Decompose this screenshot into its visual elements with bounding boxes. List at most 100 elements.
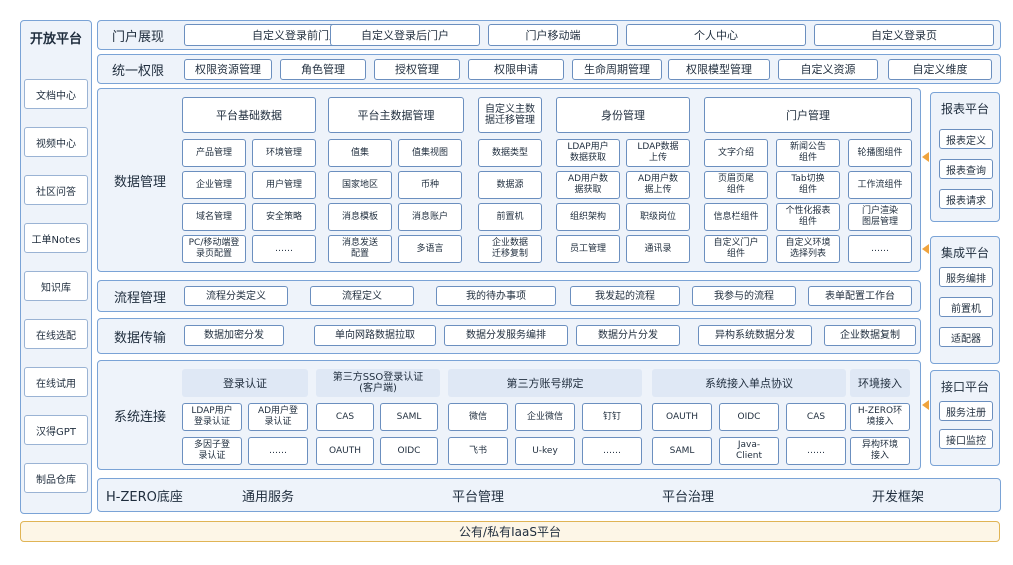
right-item[interactable]: 服务注册	[939, 401, 993, 421]
identity-item[interactable]: LDAP数据 上传	[626, 139, 690, 167]
single_sign-item[interactable]: ……	[786, 437, 846, 465]
sidebar-item[interactable]: 工单Notes	[24, 223, 88, 253]
sso-item[interactable]: OAUTH	[316, 437, 374, 465]
account_bind-item[interactable]: 企业微信	[515, 403, 575, 431]
identity-item[interactable]: 组织架构	[556, 203, 620, 231]
account_bind-item[interactable]: 钉钉	[582, 403, 642, 431]
account_bind-item[interactable]: 飞书	[448, 437, 508, 465]
portal_mgmt-item[interactable]: 文字介绍	[704, 139, 768, 167]
permission-item[interactable]: 权限申请	[468, 59, 564, 80]
right-item[interactable]: 前置机	[939, 297, 993, 317]
single_sign-item[interactable]: OAUTH	[652, 403, 712, 431]
permission-item[interactable]: 权限模型管理	[668, 59, 770, 80]
single_sign-item[interactable]: Java- Client	[719, 437, 779, 465]
platform_basic-item[interactable]: 域名管理	[182, 203, 246, 231]
platform_basic-item[interactable]: 用户管理	[252, 171, 316, 199]
env_access-item[interactable]: 异构环境 接入	[850, 437, 910, 465]
permission-item[interactable]: 自定义维度	[888, 59, 992, 80]
platform_master-item[interactable]: 值集视图	[398, 139, 462, 167]
permission-item[interactable]: 权限资源管理	[184, 59, 272, 80]
process-item[interactable]: 表单配置工作台	[808, 286, 912, 306]
portal_mgmt-item[interactable]: 页眉页尾 组件	[704, 171, 768, 199]
login_auth-item[interactable]: 多因子登 录认证	[182, 437, 242, 465]
right-item[interactable]: 报表定义	[939, 129, 993, 149]
right-item[interactable]: 接口监控	[939, 429, 993, 449]
process-item[interactable]: 流程定义	[310, 286, 414, 306]
identity-item[interactable]: AD用户数 据上传	[626, 171, 690, 199]
platform_basic-item[interactable]: 安全策略	[252, 203, 316, 231]
process-item[interactable]: 我发起的流程	[570, 286, 680, 306]
portal-item[interactable]: 门户移动端	[488, 24, 618, 46]
platform_basic-item[interactable]: PC/移动端登 录页配置	[182, 235, 246, 263]
identity-item[interactable]: 员工管理	[556, 235, 620, 263]
platform_master-item[interactable]: 消息账户	[398, 203, 462, 231]
transfer-item[interactable]: 数据分片分发	[576, 325, 680, 346]
platform_master-item[interactable]: 多语言	[398, 235, 462, 263]
platform_master-item[interactable]: 消息发送 配置	[328, 235, 392, 263]
portal_mgmt-item[interactable]: 工作流组件	[848, 171, 912, 199]
single_sign-item[interactable]: SAML	[652, 437, 712, 465]
transfer-item[interactable]: 异构系统数据分发	[698, 325, 812, 346]
portal_mgmt-item[interactable]: 个性化报表 组件	[776, 203, 840, 231]
single_sign-item[interactable]: CAS	[786, 403, 846, 431]
account_bind-item[interactable]: ……	[582, 437, 642, 465]
portal_mgmt-item[interactable]: 自定义环境 选择列表	[776, 235, 840, 263]
transfer-item[interactable]: 企业数据复制	[824, 325, 916, 346]
sidebar-item[interactable]: 知识库	[24, 271, 88, 301]
sso-item[interactable]: CAS	[316, 403, 374, 431]
platform_basic-item[interactable]: 企业管理	[182, 171, 246, 199]
account_bind-item[interactable]: 微信	[448, 403, 508, 431]
identity-item[interactable]: AD用户数 据获取	[556, 171, 620, 199]
permission-item[interactable]: 授权管理	[374, 59, 460, 80]
process-item[interactable]: 流程分类定义	[184, 286, 288, 306]
sso-item[interactable]: OIDC	[380, 437, 438, 465]
process-item[interactable]: 我的待办事项	[436, 286, 556, 306]
sso-item[interactable]: SAML	[380, 403, 438, 431]
permission-item[interactable]: 角色管理	[280, 59, 366, 80]
portal_mgmt-item[interactable]: ……	[848, 235, 912, 263]
platform_basic-item[interactable]: ……	[252, 235, 316, 263]
transfer-item[interactable]: 数据分发服务编排	[444, 325, 568, 346]
platform_master-item[interactable]: 币种	[398, 171, 462, 199]
identity-item[interactable]: 通讯录	[626, 235, 690, 263]
login_auth-item[interactable]: ……	[248, 437, 308, 465]
portal-item[interactable]: 自定义登录后门户	[330, 24, 480, 46]
portal-item[interactable]: 个人中心	[626, 24, 806, 46]
portal_mgmt-item[interactable]: 新闻公告 组件	[776, 139, 840, 167]
custom_master-item[interactable]: 数据类型	[478, 139, 542, 167]
identity-item[interactable]: 职级岗位	[626, 203, 690, 231]
right-item[interactable]: 报表请求	[939, 189, 993, 209]
right-item[interactable]: 报表查询	[939, 159, 993, 179]
account_bind-item[interactable]: U-key	[515, 437, 575, 465]
transfer-item[interactable]: 数据加密分发	[184, 325, 284, 346]
portal_mgmt-item[interactable]: 门户渲染 图层管理	[848, 203, 912, 231]
platform_basic-item[interactable]: 环境管理	[252, 139, 316, 167]
custom_master-item[interactable]: 前置机	[478, 203, 542, 231]
login_auth-item[interactable]: AD用户登 录认证	[248, 403, 308, 431]
portal_mgmt-item[interactable]: Tab切换 组件	[776, 171, 840, 199]
identity-item[interactable]: LDAP用户 数据获取	[556, 139, 620, 167]
env_access-item[interactable]: H-ZERO环 境接入	[850, 403, 910, 431]
platform_master-item[interactable]: 消息模板	[328, 203, 392, 231]
permission-item[interactable]: 生命周期管理	[572, 59, 662, 80]
sidebar-item[interactable]: 视频中心	[24, 127, 88, 157]
platform_basic-item[interactable]: 产品管理	[182, 139, 246, 167]
sidebar-item[interactable]: 制品仓库	[24, 463, 88, 493]
right-item[interactable]: 服务编排	[939, 267, 993, 287]
right-item[interactable]: 适配器	[939, 327, 993, 347]
platform_master-item[interactable]: 值集	[328, 139, 392, 167]
single_sign-item[interactable]: OIDC	[719, 403, 779, 431]
portal_mgmt-item[interactable]: 自定义门户 组件	[704, 235, 768, 263]
sidebar-item[interactable]: 文档中心	[24, 79, 88, 109]
permission-item[interactable]: 自定义资源	[778, 59, 878, 80]
portal_mgmt-item[interactable]: 轮播图组件	[848, 139, 912, 167]
portal_mgmt-item[interactable]: 信息栏组件	[704, 203, 768, 231]
sidebar-item[interactable]: 汉得GPT	[24, 415, 88, 445]
sidebar-item[interactable]: 社区问答	[24, 175, 88, 205]
sidebar-item[interactable]: 在线选配	[24, 319, 88, 349]
transfer-item[interactable]: 单向网路数据拉取	[314, 325, 436, 346]
custom_master-item[interactable]: 数据源	[478, 171, 542, 199]
portal-item[interactable]: 自定义登录页	[814, 24, 994, 46]
platform_master-item[interactable]: 国家地区	[328, 171, 392, 199]
login_auth-item[interactable]: LDAP用户 登录认证	[182, 403, 242, 431]
